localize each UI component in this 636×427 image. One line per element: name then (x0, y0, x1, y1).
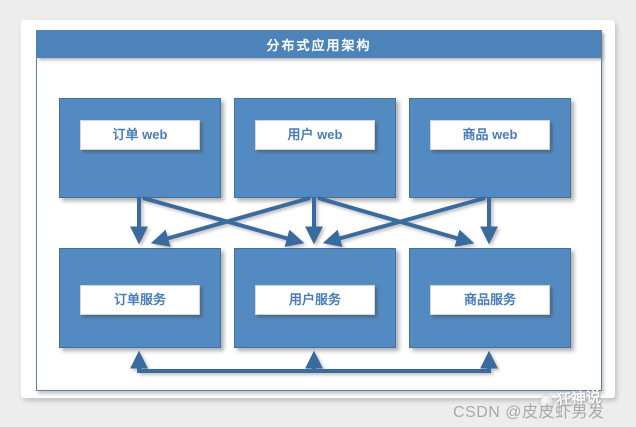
diagram-frame: 分布式应用架构 订单 web 用户 web 商品 web 订单服务 用户服务 (36, 30, 602, 391)
service-layer-row: 订单服务 用户服务 商品服务 (59, 248, 571, 348)
web-layer-row: 订单 web 用户 web 商品 web (59, 98, 571, 198)
node-product-web: 商品 web (409, 98, 571, 198)
csdn-watermark: CSDN @皮皮虾男发 (453, 398, 605, 422)
diagram-title-bar: 分布式应用架构 (37, 31, 601, 58)
node-user-web-label: 用户 web (255, 120, 375, 150)
node-product-service-label: 商品服务 (430, 285, 550, 315)
diagram-card: 分布式应用架构 订单 web 用户 web 商品 web 订单服务 用户服务 (21, 20, 615, 398)
csdn-watermark-text: CSDN @皮皮虾男发 (453, 404, 605, 421)
node-order-service: 订单服务 (59, 248, 221, 348)
node-user-service-label: 用户服务 (255, 285, 375, 315)
node-product-service: 商品服务 (409, 248, 571, 348)
node-product-web-label: 商品 web (430, 120, 550, 150)
node-order-web: 订单 web (59, 98, 221, 198)
node-user-web: 用户 web (234, 98, 396, 198)
node-order-web-label: 订单 web (80, 120, 200, 150)
node-order-service-label: 订单服务 (80, 285, 200, 315)
node-user-service: 用户服务 (234, 248, 396, 348)
diagram-title: 分布式应用架构 (266, 38, 372, 53)
